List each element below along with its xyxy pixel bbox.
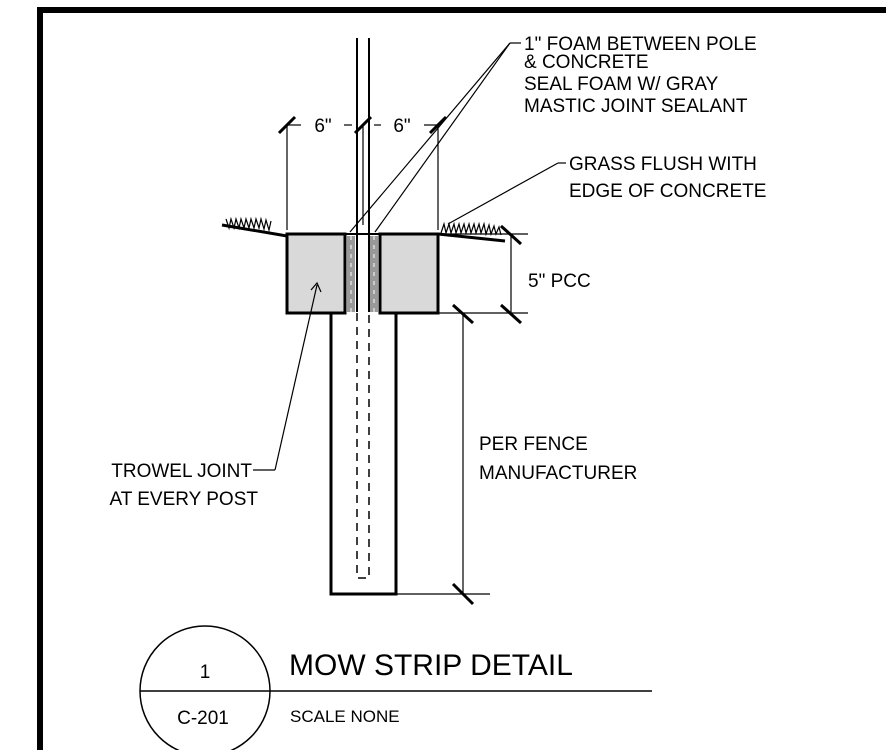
- note-foam-line3: SEAL FOAM W/ GRAY: [524, 74, 719, 95]
- grass-leader: [447, 162, 566, 225]
- note-footing-line2: MANUFACTURER: [479, 463, 637, 484]
- dimension-right-6in: 6": [393, 116, 410, 137]
- concrete-block-right: [378, 232, 440, 315]
- grass-left: [221, 216, 288, 238]
- grass-right: [437, 221, 506, 243]
- note-footing-line1: PER FENCE: [479, 434, 588, 455]
- note-foam-line4: MASTIC JOINT SEALANT: [524, 96, 748, 117]
- dimension-vertical-footing: [396, 303, 490, 606]
- sheet-border: [37, 7, 886, 750]
- detail-scale: SCALE NONE: [290, 707, 400, 726]
- note-trowel-line2: AT EVERY POST: [109, 489, 258, 510]
- concrete-block-left: [285, 232, 347, 315]
- note-grass-line1: GRASS FLUSH WITH: [569, 154, 757, 175]
- post-embedded-hidden: [356, 313, 370, 579]
- note-trowel-line1: TROWEL JOINT: [111, 461, 252, 482]
- trowel-leader: [253, 281, 322, 471]
- note-foam-line1: 1" FOAM BETWEEN POLE: [524, 34, 757, 55]
- detail-title-block: 1 C-201 MOW STRIP DETAIL SCALE NONE: [139, 625, 652, 750]
- dimension-left-6in: 6": [314, 116, 331, 137]
- note-grass-line2: EDGE OF CONCRETE: [569, 181, 766, 202]
- detail-title: MOW STRIP DETAIL: [289, 649, 573, 682]
- dimension-vertical-pcc: [438, 224, 528, 325]
- sheet-number: C-201: [177, 708, 229, 729]
- detail-bubble: [139, 625, 271, 750]
- note-foam-line2: & CONCRETE: [524, 52, 649, 73]
- footing-outline: [329, 313, 398, 596]
- foam-leader: [349, 42, 521, 233]
- detail-number: 1: [200, 662, 211, 683]
- dimension-horizontal: [277, 115, 448, 230]
- dimension-5in-pcc: 5" PCC: [528, 271, 591, 292]
